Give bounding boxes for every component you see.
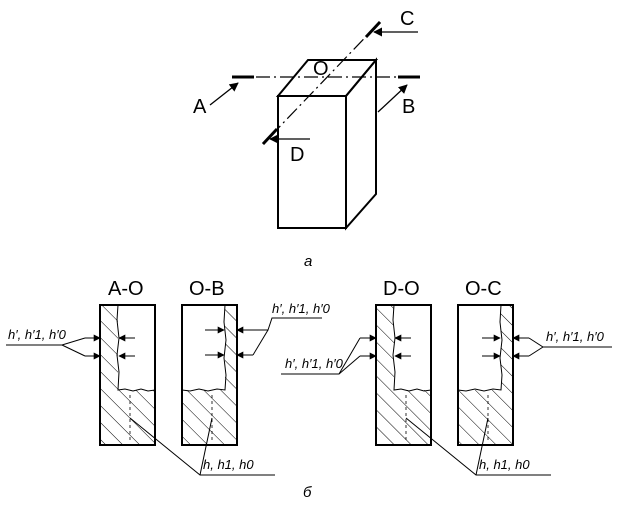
measure-label-base-left: h, h1, h0 bbox=[203, 457, 254, 472]
cut-mark-d bbox=[261, 127, 279, 146]
section-title-ao: A-O bbox=[108, 278, 144, 300]
section-oc bbox=[457, 304, 529, 446]
section-title-do: D-O bbox=[383, 278, 420, 300]
section-title-ob: O-B bbox=[189, 278, 225, 300]
measure-label-ao: h′, h′1, h′0 bbox=[8, 327, 67, 342]
section-do bbox=[360, 304, 432, 446]
section-ob bbox=[181, 304, 253, 446]
block-3d bbox=[275, 57, 379, 231]
section-line-cd bbox=[262, 21, 381, 145]
block-front-face bbox=[277, 95, 347, 229]
arrow-a bbox=[209, 82, 239, 106]
cut-mark-c bbox=[364, 20, 382, 39]
arrow-b bbox=[377, 84, 408, 113]
label-c: C bbox=[400, 8, 414, 30]
label-o: O bbox=[313, 58, 329, 80]
caption-b: б bbox=[303, 484, 312, 501]
section-title-oc: O-C bbox=[465, 278, 502, 300]
label-b: B bbox=[402, 96, 415, 118]
caption-a: а bbox=[304, 253, 312, 270]
measure-label-do: h′, h′1, h′0 bbox=[285, 356, 344, 371]
leader-ob bbox=[253, 317, 322, 331]
measure-label-oc: h′, h′1, h′0 bbox=[546, 329, 605, 344]
section-ao bbox=[85, 304, 156, 446]
block-right-face bbox=[345, 57, 377, 231]
label-a: A bbox=[193, 96, 207, 118]
measure-label-ob: h′, h′1, h′0 bbox=[272, 301, 331, 316]
label-d: D bbox=[290, 144, 304, 166]
measure-label-base-right: h, h1, h0 bbox=[479, 457, 530, 472]
